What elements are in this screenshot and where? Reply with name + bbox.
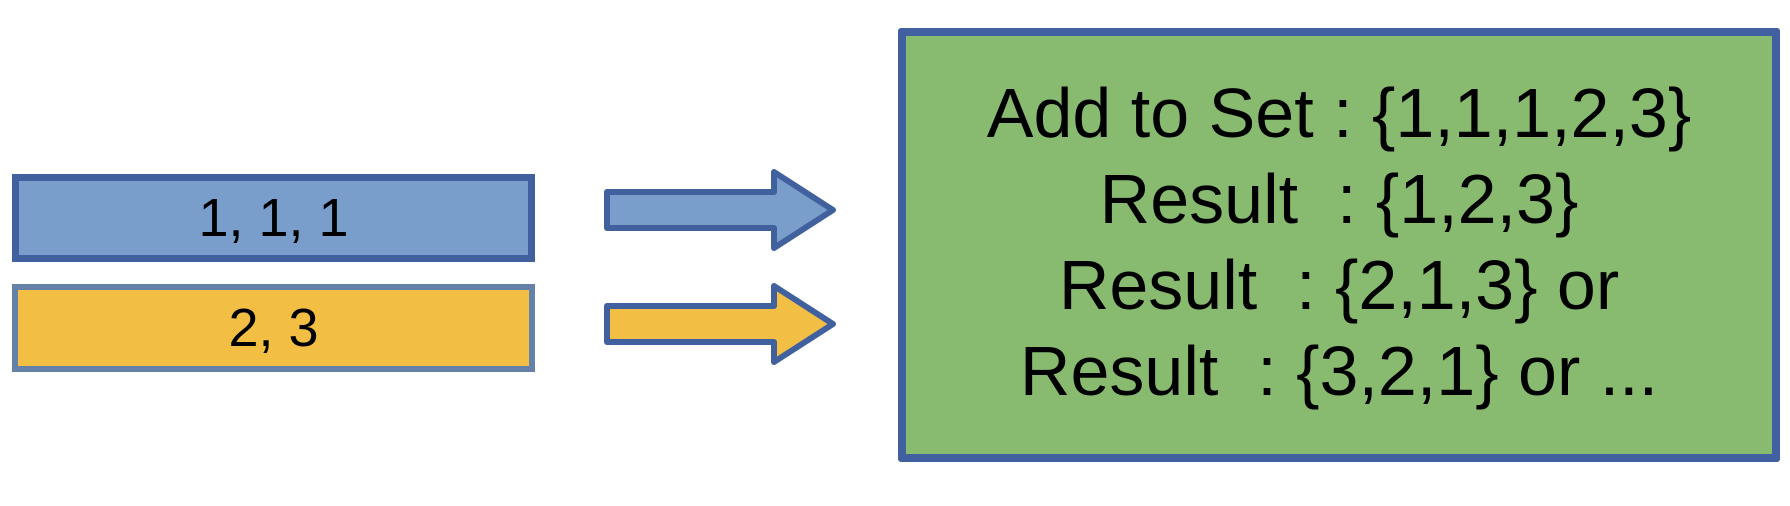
right-arrow-icon (604, 169, 836, 251)
input-box-ones-label: 1, 1, 1 (198, 188, 349, 248)
input-box-two-three: 2, 3 (12, 284, 535, 372)
right-arrow-shape-yellow (604, 283, 836, 365)
input-box-two-three-label: 2, 3 (228, 298, 319, 358)
result-line-add-to-set: Add to Set : {1,1,1,2,3} (986, 74, 1692, 152)
result-line-2: Result : {2,1,3} or (1058, 246, 1620, 324)
right-arrow-icon (604, 283, 836, 365)
result-line-1: Result : {1,2,3} (1099, 160, 1579, 238)
right-arrow-shape-blue (604, 169, 836, 251)
input-box-ones: 1, 1, 1 (12, 174, 535, 262)
result-line-3: Result : {3,2,1} or ... (1019, 332, 1659, 410)
result-box: Add to Set : {1,1,1,2,3} Result : {1,2,3… (898, 28, 1780, 462)
